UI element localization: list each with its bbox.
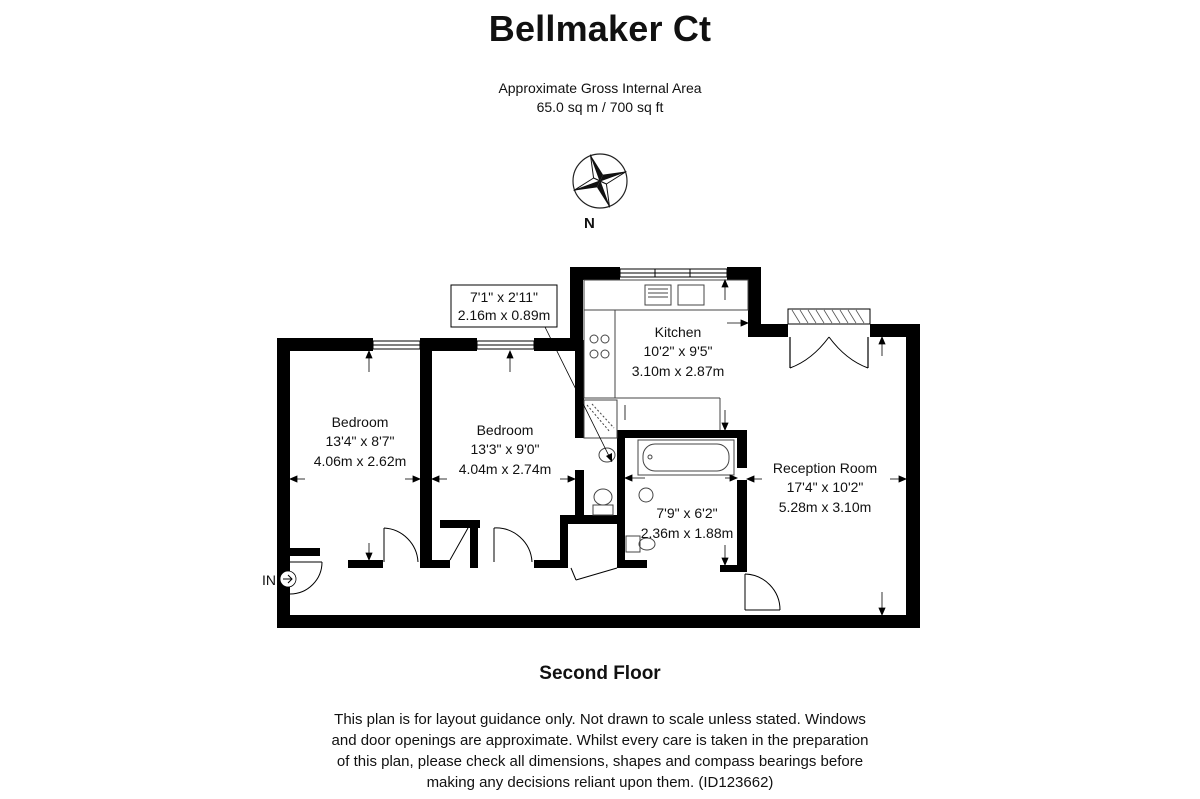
compass-rose-icon	[572, 153, 628, 209]
ensuite-metric: 2.16m x 0.89m	[458, 307, 551, 323]
ensuite-label-box	[450, 284, 613, 463]
entrance-label: IN	[262, 572, 276, 588]
ensuite-imperial: 7'1" x 2'11"	[470, 289, 538, 305]
bathroom-fixtures	[625, 439, 735, 553]
kitchen-imperial: 10'2" x 9'5"	[644, 343, 713, 359]
floor-label: Second Floor	[539, 663, 661, 684]
kitchen-fixtures	[583, 279, 749, 430]
bathroom-metric: 2.36m x 1.88m	[641, 525, 734, 541]
disclaimer-line: This plan is for layout guidance only. N…	[334, 711, 866, 728]
bedroom-2-imperial: 13'3" x 9'0"	[471, 441, 540, 457]
ensuite-fixtures	[583, 399, 618, 516]
bedroom-1-metric: 4.06m x 2.62m	[314, 453, 407, 469]
disclaimer-line: making any decisions reliant upon them. …	[426, 774, 774, 791]
reception-imperial: 17'4" x 10'2"	[787, 479, 864, 495]
disclaimer-line: and door openings are approximate. Whils…	[331, 732, 869, 749]
reception-name: Reception Room	[773, 460, 877, 476]
bedroom-1-imperial: 13'4" x 8'7"	[326, 433, 395, 449]
bedroom-1-name: Bedroom	[332, 414, 389, 430]
kitchen-metric: 3.10m x 2.87m	[632, 363, 725, 379]
compass-north-label: N	[584, 215, 595, 232]
french-doors	[787, 308, 871, 369]
bathroom-imperial: 7'9" x 6'2"	[656, 505, 717, 521]
gross-area: Approximate Gross Internal Area 65.0 sq …	[0, 79, 1200, 117]
gross-area-value: 65.0 sq m / 700 sq ft	[536, 99, 664, 115]
disclaimer-line: of this plan, please check all dimension…	[336, 753, 864, 770]
dimension-arrows	[288, 278, 908, 617]
gross-area-label: Approximate Gross Internal Area	[498, 80, 702, 96]
doors	[289, 527, 781, 611]
disclaimer: This plan is for layout guidance only. N…	[300, 709, 900, 793]
entrance-arrow-icon	[278, 570, 297, 588]
reception-metric: 5.28m x 3.10m	[779, 499, 872, 515]
plan-title: Bellmaker Ct	[488, 8, 712, 49]
interior-walls	[290, 338, 747, 572]
exterior-walls	[277, 267, 920, 628]
bedroom-2-metric: 4.04m x 2.74m	[459, 461, 552, 477]
kitchen-name: Kitchen	[655, 324, 702, 340]
bedroom-2-name: Bedroom	[477, 422, 534, 438]
